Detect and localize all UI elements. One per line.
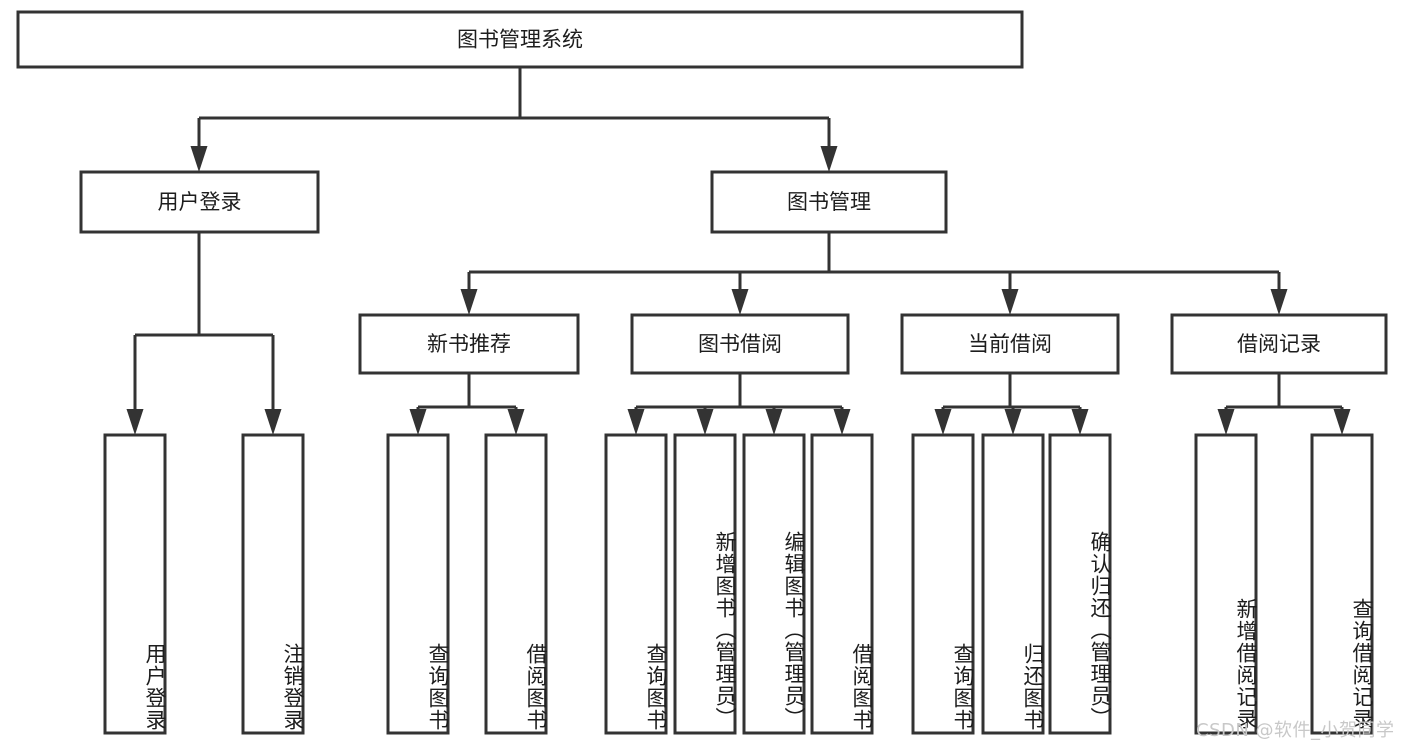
connector-group-borrow-record [1217,373,1351,435]
node-label-new-book-rec: 新书推荐 [427,332,511,356]
node-box-leaf-query-book-3[interactable] [911,433,975,735]
node-box-leaf-add-record[interactable] [1194,433,1258,735]
node-box-book-borrow[interactable] [630,313,850,375]
arrow-head-icon [833,409,851,435]
arrow-head-icon [1001,289,1019,315]
node-box-leaf-return-book[interactable] [981,433,1045,735]
node-box-leaf-borrow-book-1[interactable] [484,433,548,735]
connector-layer [126,67,1351,435]
arrow-head-icon [696,409,714,435]
node-box-root[interactable] [16,10,1024,69]
csdn-watermark: CSDN @软件_小贺同学 [1196,720,1395,741]
node-box-leaf-user-login[interactable] [103,433,167,735]
node-box-user-login[interactable] [79,170,320,234]
arrow-head-icon [409,409,427,435]
node-box-leaf-query-book-1[interactable] [386,433,450,735]
node-box-layer [16,10,1388,735]
node-box-current-borrow[interactable] [900,313,1120,375]
node-label-borrow-record: 借阅记录 [1237,332,1321,356]
node-box-new-book-rec[interactable] [358,313,580,375]
connector-group-book-manage [460,232,1288,315]
arrow-head-icon [507,409,525,435]
arrow-head-icon [1270,289,1288,315]
arrow-head-icon [627,409,645,435]
node-box-leaf-add-book[interactable] [673,433,737,735]
arrow-head-icon [460,289,478,315]
connector-group-root [190,67,838,172]
arrow-head-icon [731,289,749,315]
arrow-head-icon [1217,409,1235,435]
connector-group-new-book-rec [409,373,525,435]
arrow-head-icon [934,409,952,435]
arrow-head-icon [1071,409,1089,435]
node-box-leaf-query-record[interactable] [1310,433,1374,735]
node-box-leaf-confirm-return[interactable] [1048,433,1112,735]
node-box-leaf-query-book-2[interactable] [604,433,668,735]
arrow-head-icon [126,409,144,435]
arrow-head-icon [1333,409,1351,435]
node-label-current-borrow: 当前借阅 [968,332,1052,356]
connector-group-book-borrow [627,373,851,435]
connector-group-user-login [126,232,282,435]
node-label-book-manage: 图书管理 [787,190,871,214]
connector-group-current-borrow [934,373,1089,435]
node-label-root: 图书管理系统 [457,28,583,52]
node-box-borrow-record[interactable] [1170,313,1388,375]
node-box-leaf-edit-book[interactable] [742,433,806,735]
arrow-head-icon [190,146,208,172]
node-label-book-borrow: 图书借阅 [698,332,782,356]
node-label-user-login: 用户登录 [158,190,242,214]
node-box-leaf-logout[interactable] [241,433,305,735]
arrow-head-icon [1004,409,1022,435]
arrow-head-icon [765,409,783,435]
node-box-leaf-borrow-book-2[interactable] [810,433,874,735]
node-box-book-manage[interactable] [710,170,948,234]
arrow-head-icon [264,409,282,435]
arrow-head-icon [820,146,838,172]
